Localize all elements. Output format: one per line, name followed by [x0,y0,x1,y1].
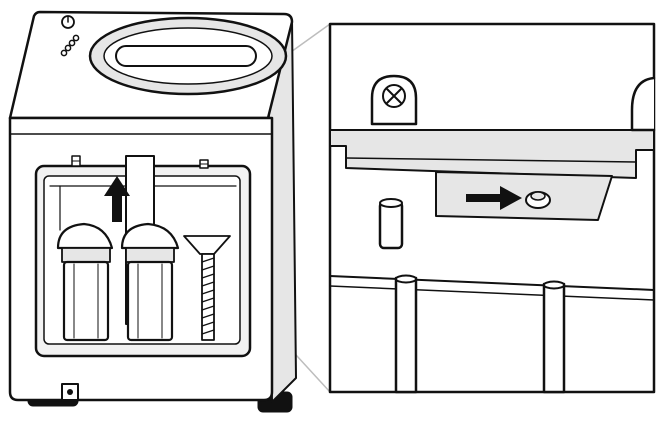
up-arrow-icon [104,176,130,222]
callout-edge-piece [630,76,656,132]
callout-ledge [329,275,655,301]
release-button [525,191,551,209]
screw-icon-small-left [71,155,81,167]
spring-hose [183,235,231,341]
filter-cartridge-right [120,222,180,342]
indicator-dots [60,34,80,57]
screw-bracket [370,74,418,126]
screw-icon [382,84,406,108]
water-device [8,10,297,413]
bottom-port [61,383,79,401]
right-arrow-icon [466,186,522,210]
callout-rod-right [542,280,566,394]
button-recess [435,171,613,221]
zoom-callout [328,22,656,394]
callout-rod-left [394,274,418,394]
power-icon [61,15,75,29]
screw-icon-small-right [199,159,209,169]
callout-shelf [329,129,655,179]
filter-cartridge-left [56,222,114,342]
callout-peg [378,198,404,250]
lid-handle [88,16,288,96]
